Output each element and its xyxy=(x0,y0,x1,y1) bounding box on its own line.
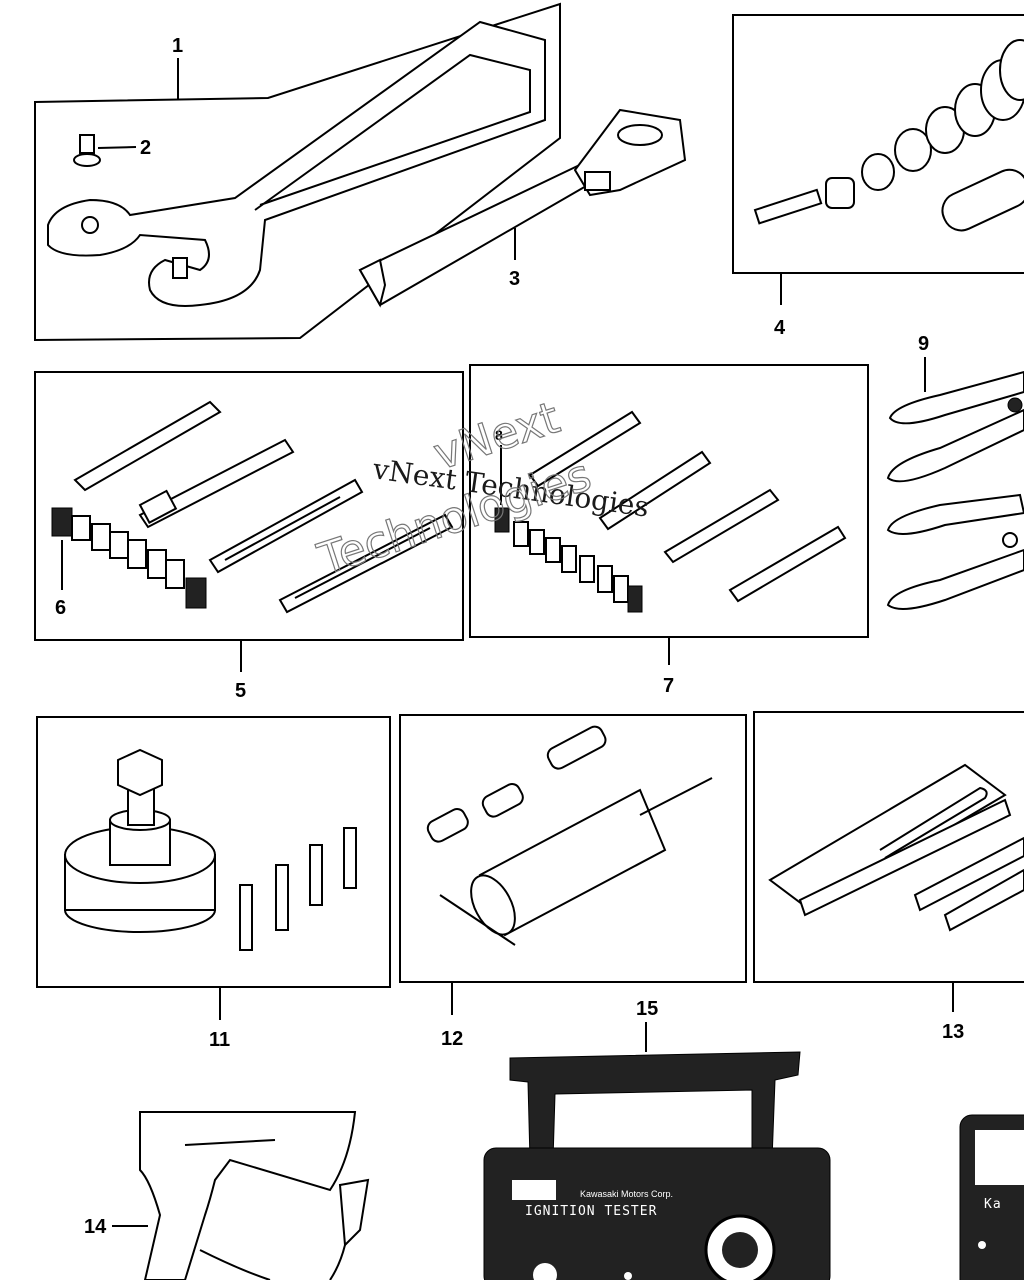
callout-5: 5 xyxy=(235,680,246,702)
group-1-frame xyxy=(34,2,561,342)
slotted-plate-bars-13 xyxy=(768,763,1024,932)
tester-title: IGNITION TESTER xyxy=(525,1204,657,1219)
callout-3: 3 xyxy=(509,268,520,290)
group-12-frame xyxy=(399,714,747,983)
callout-6: 6 xyxy=(55,597,66,619)
puller-tool-11 xyxy=(64,748,357,951)
meter-brand: Ka xyxy=(984,1197,1002,1212)
callout-13: 13 xyxy=(942,1021,964,1043)
meter-device: Ka xyxy=(959,1114,1024,1280)
tool-group-7: 8 7 xyxy=(469,364,869,697)
bearing-driver-set xyxy=(753,39,1024,232)
group-11-frame xyxy=(36,716,391,988)
pin-part-2 xyxy=(73,134,137,167)
callout-8: 8 xyxy=(495,427,503,443)
wrench-inner-slot xyxy=(254,53,531,211)
tool-group-13: 13 xyxy=(753,711,1024,1043)
tool-group-5: 6 5 xyxy=(34,371,464,702)
callout-1: 1 xyxy=(172,35,183,57)
timing-light-14 xyxy=(139,1111,370,1280)
callout-9: 9 xyxy=(918,333,929,355)
slide-hammer-12 xyxy=(426,725,713,946)
wrench-pin xyxy=(172,257,188,279)
group-5-frame xyxy=(34,371,464,641)
drill-and-tap-set-7 xyxy=(528,410,847,603)
circlip-pliers xyxy=(886,370,1024,610)
drill-and-tap-set-5 xyxy=(73,400,454,614)
callout-14: 14 xyxy=(84,1216,107,1238)
thread-insert-row-7 xyxy=(494,507,643,613)
watermark: vNext Technologies vNext Technologies xyxy=(311,392,651,587)
bar-holder-part-3 xyxy=(358,108,687,308)
ignition-tester-15: Kawasaki Motors Corp. IGNITION TESTER xyxy=(483,1051,831,1280)
group-4-frame xyxy=(732,14,1024,274)
callout-12: 12 xyxy=(441,1028,463,1050)
tool-group-11: 11 xyxy=(36,716,391,1051)
callout-4: 4 xyxy=(774,317,786,339)
tool-group-9: 9 xyxy=(886,333,1024,610)
tool-group-14: 14 xyxy=(84,1111,370,1280)
callout-2: 2 xyxy=(140,137,151,159)
callout-11: 11 xyxy=(209,1029,230,1051)
hook-spanner-wrench xyxy=(47,20,546,307)
tool-group-12: 12 xyxy=(399,714,747,1050)
tester-brand: Kawasaki Motors Corp. xyxy=(580,1189,673,1199)
group-13-frame xyxy=(753,711,1024,983)
tool-group-1: 1 2 3 xyxy=(34,2,687,342)
thread-insert-row xyxy=(51,507,207,609)
wrench-hole xyxy=(81,216,99,234)
tool-group-4: 4 xyxy=(732,14,1024,339)
tool-group-15: 15 Kawasaki Motors Corp. IGNITION TESTER xyxy=(483,998,831,1280)
callout-7: 7 xyxy=(663,675,674,697)
callout-15: 15 xyxy=(636,998,658,1020)
